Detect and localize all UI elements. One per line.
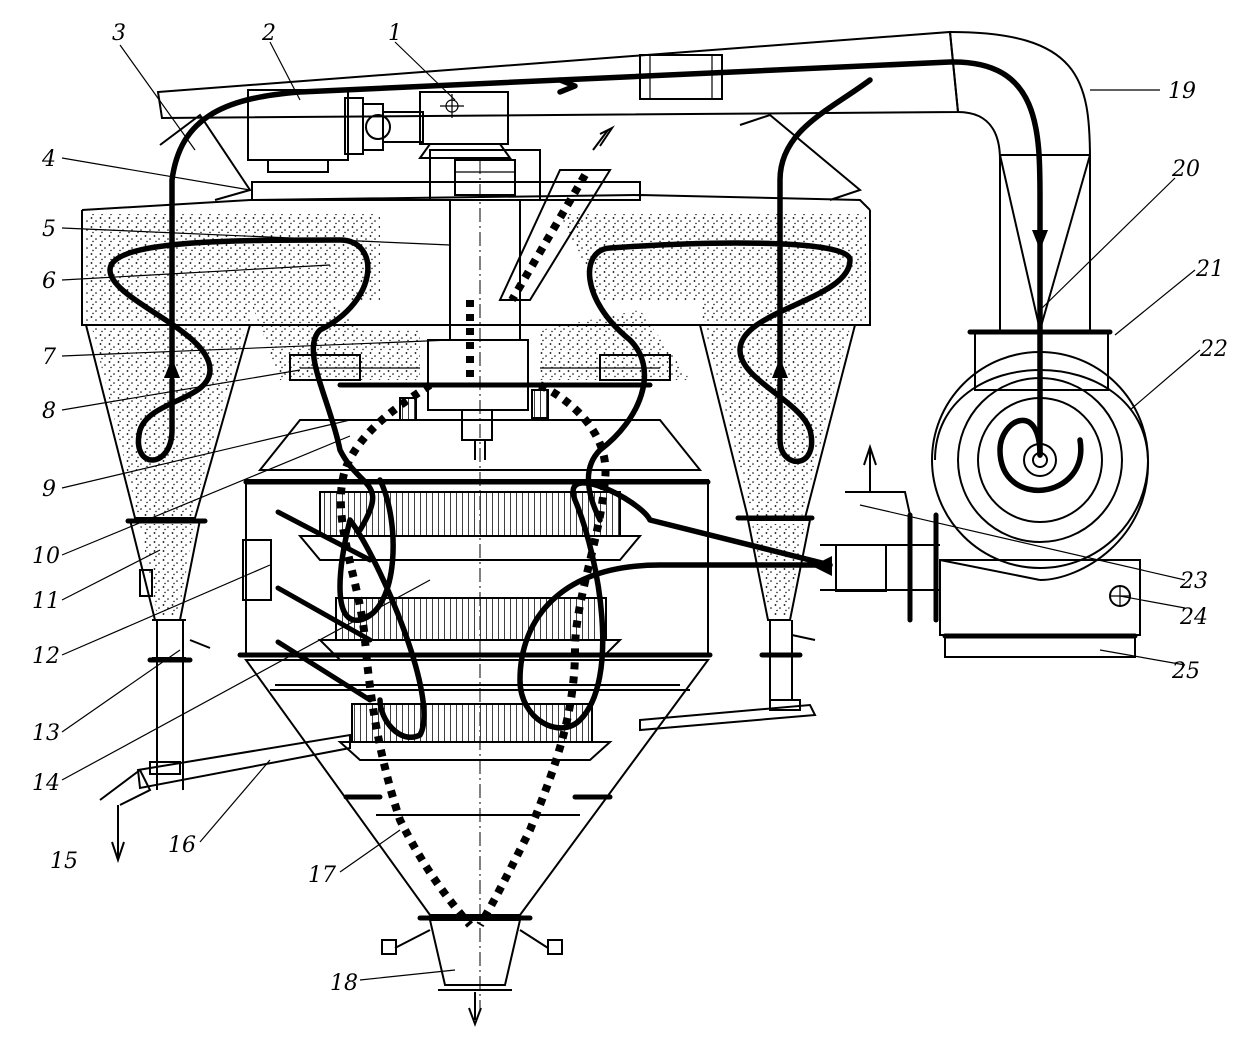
air-flow-top-arrow [557,77,578,95]
separation-chamber [237,479,713,658]
left-up-arrow [164,358,180,378]
top-cover [81,193,871,326]
callout-18: 18 [330,971,358,996]
leader-lines [61,41,1201,981]
gearbox [418,91,512,159]
callout-5: 5 [42,217,56,242]
air-flow-down-arrow [1032,230,1048,250]
inlet-arrow [812,556,832,576]
callout-20: 20 [1171,157,1200,182]
air-flow-inlet [517,480,833,731]
air-chamber-right [540,214,866,380]
callout-12: 12 [32,644,60,669]
air-flow-chamber-left [337,477,427,740]
product-outlet [381,915,563,1027]
particle-stream-left [336,381,474,928]
callout-13: 13 [32,721,60,746]
particle-stream-right [476,381,610,928]
louvre-band-3 [337,703,613,761]
callout-11: 11 [32,589,60,614]
callout-19: 19 [1168,79,1196,104]
callout-9: 9 [42,477,56,502]
callout-16: 16 [168,833,196,858]
motor [247,89,424,173]
callout-15: 15 [50,849,78,874]
callout-8: 8 [42,399,56,424]
air-flow-main [169,59,1043,458]
callout-7: 7 [42,345,56,370]
return-duct [639,31,1091,331]
air-flow-fan-loop [997,417,1084,494]
central-shaft [427,160,529,1010]
air-flow-left-cyclone [107,237,376,533]
callout-4: 4 [41,147,56,172]
collection-cone [244,659,710,916]
callout-22: 22 [1199,337,1228,362]
callout-10: 10 [32,544,60,569]
callout-21: 21 [1195,257,1224,282]
callout-14: 14 [32,771,60,796]
callout-23: 23 [1179,569,1208,594]
air-flow-right-cyclone [585,77,873,523]
right-up-arrow [772,358,788,378]
inlet-pipe [820,443,940,623]
callout-24: 24 [1179,605,1208,630]
callout-3: 3 [112,21,126,46]
callout-17: 17 [308,863,336,888]
discharge-trough [99,684,817,864]
callout-2: 2 [261,21,276,46]
callout-1: 1 [388,21,402,46]
callout-6: 6 [42,269,56,294]
callout-labels: 1 2 3 4 5 6 7 8 9 10 11 12 13 14 15 16 1… [32,21,1228,996]
feed-chute [498,125,615,303]
callout-25: 25 [1171,659,1200,684]
